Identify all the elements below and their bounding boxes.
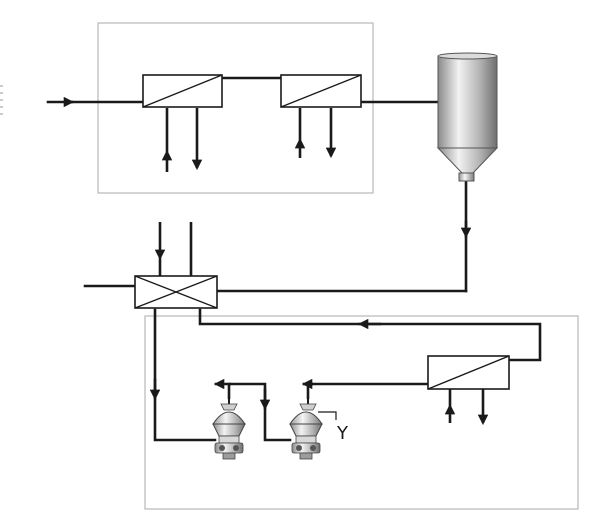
edge-marks xyxy=(0,85,3,115)
separator-1 xyxy=(212,398,246,460)
heat-exchanger-2 xyxy=(280,74,362,108)
separator-2 xyxy=(289,398,323,460)
feed-to-separator-1 xyxy=(153,308,217,442)
separator-2-side-outlet xyxy=(318,411,337,420)
storage-silo xyxy=(436,52,499,182)
heat-exchanger-3 xyxy=(427,355,510,390)
separator-2-outlet xyxy=(306,382,430,400)
outlet-mark-label: Y xyxy=(336,423,349,444)
upper-section-frame xyxy=(97,22,374,194)
separator-1-outlet xyxy=(227,382,292,442)
return-loop-line xyxy=(198,308,542,362)
lower-section-frame xyxy=(144,315,579,510)
heat-exchanger-1 xyxy=(142,74,223,108)
cross-flow-heat-exchanger xyxy=(134,275,218,309)
